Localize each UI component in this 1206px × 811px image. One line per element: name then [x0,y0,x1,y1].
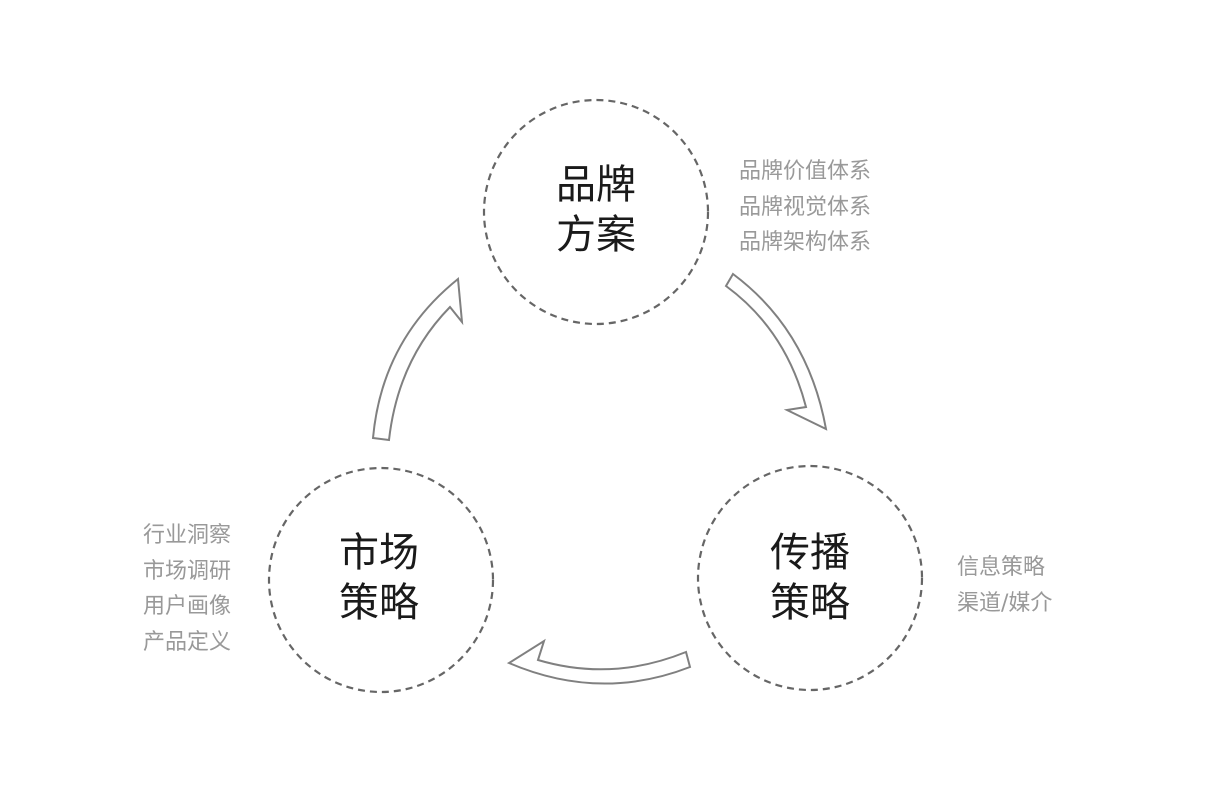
list-item: 品牌价值体系 [739,159,872,184]
list-item: 渠道/媒介 [957,590,1053,616]
list-item: 品牌架构体系 [739,230,872,255]
market-items: 行业洞察 市场调研 用户画像 产品定义 [143,518,231,660]
brand-label: 品牌 方案 [496,160,696,260]
market-label-line2: 策略 [339,580,419,626]
brand-label-line1: 品牌 [556,162,636,208]
market-label-line1: 市场 [339,530,419,576]
arrow-spread-to-market [506,638,692,685]
spread-label: 传播 策略 [710,528,910,628]
spread-label-line2: 策略 [770,580,850,626]
list-item: 行业洞察 [143,523,232,548]
arrow-brand-to-spread [724,272,828,431]
market-circle [267,466,495,694]
list-item: 信息策略 [957,555,1046,580]
list-item: 市场调研 [143,558,232,584]
market-label: 市场 策略 [279,528,479,628]
list-item: 品牌视觉体系 [739,194,872,220]
brand-circle [482,98,710,326]
spread-label-line1: 传播 [770,530,850,576]
brand-label-line2: 方案 [556,212,636,258]
brand-items: 品牌价值体系 品牌视觉体系 品牌架构体系 [739,154,871,261]
arrow-market-to-brand [371,277,464,442]
list-item: 产品定义 [143,629,232,655]
spread-circle [696,464,924,692]
spread-items: 信息策略 渠道/媒介 [957,550,1052,621]
list-item: 用户画像 [143,594,232,619]
